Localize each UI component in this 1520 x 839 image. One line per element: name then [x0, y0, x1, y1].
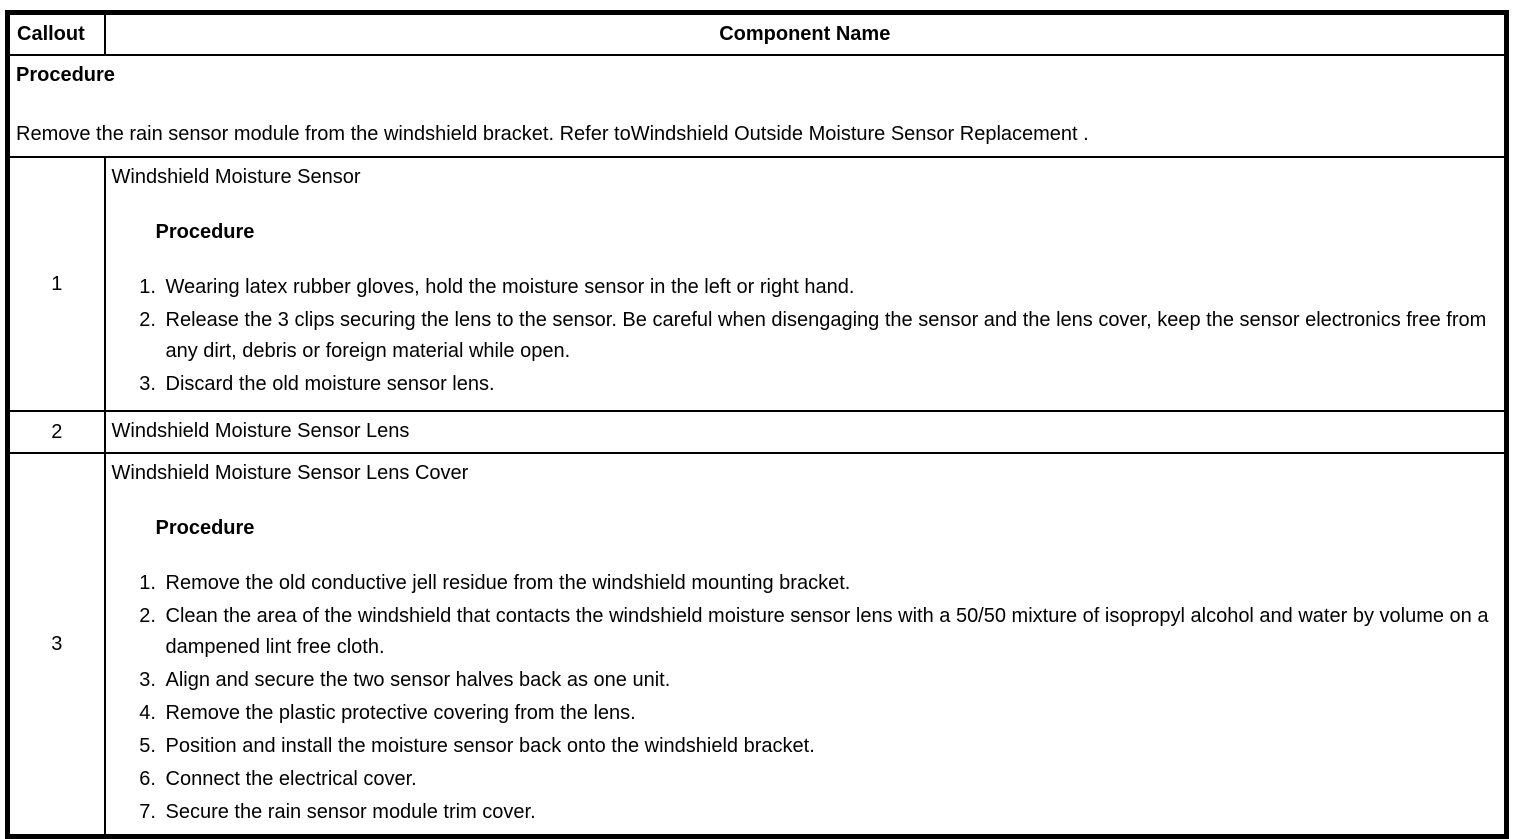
procedure-step: Align and secure the two sensor halves b…	[162, 665, 1499, 696]
table-row-2: 2 Windshield Moisture Sensor Lens	[6, 410, 1508, 454]
header-row: Callout Component Name	[6, 11, 1508, 56]
table-row-3: 3 Windshield Moisture Sensor Lens Cover …	[6, 452, 1508, 838]
procedure-step: Clean the area of the windshield that co…	[162, 601, 1499, 663]
procedure-step: Discard the old moisture sensor lens.	[162, 369, 1499, 400]
intro-procedure-row: Procedure Remove the rain sensor module …	[6, 54, 1508, 158]
component-table: Callout Component Name Procedure Remove …	[5, 10, 1509, 839]
procedure-steps: Wearing latex rubber gloves, hold the mo…	[112, 272, 1499, 400]
procedure-subtitle: Procedure	[155, 221, 255, 243]
procedure-step: Connect the electrical cover.	[162, 764, 1499, 795]
table-row-1: 1 Windshield Moisture Sensor Procedure W…	[6, 156, 1508, 412]
procedure-step: Remove the old conductive jell residue f…	[162, 568, 1499, 599]
procedure-step: Wearing latex rubber gloves, hold the mo…	[162, 272, 1499, 303]
callout-number: 3	[6, 452, 106, 838]
procedure-subtitle: Procedure	[155, 517, 255, 539]
procedure-step: Secure the rain sensor module trim cover…	[162, 797, 1499, 828]
callout-number: 2	[6, 410, 106, 454]
component-cell: Windshield Moisture Sensor Procedure Wea…	[103, 156, 1508, 412]
procedure-step: Remove the plastic protective covering f…	[162, 698, 1499, 729]
component-name-column-header: Component Name	[103, 11, 1508, 56]
procedure-step: Position and install the moisture sensor…	[162, 731, 1499, 762]
procedure-step: Release the 3 clips securing the lens to…	[162, 305, 1499, 367]
intro-procedure-text: Remove the rain sensor module from the w…	[16, 123, 1089, 145]
component-cell: Windshield Moisture Sensor Lens	[103, 410, 1508, 454]
component-cell: Windshield Moisture Sensor Lens Cover Pr…	[103, 452, 1508, 838]
intro-procedure-title: Procedure	[16, 64, 115, 86]
component-name: Windshield Moisture Sensor Lens	[111, 420, 410, 442]
callout-column-header: Callout	[6, 11, 106, 56]
intro-procedure-cell: Procedure Remove the rain sensor module …	[6, 54, 1508, 158]
page: Callout Component Name Procedure Remove …	[0, 0, 1520, 822]
callout-number: 1	[6, 156, 106, 412]
procedure-steps: Remove the old conductive jell residue f…	[112, 568, 1499, 828]
component-name: Windshield Moisture Sensor Lens Cover	[111, 462, 469, 484]
component-name: Windshield Moisture Sensor	[111, 166, 361, 188]
